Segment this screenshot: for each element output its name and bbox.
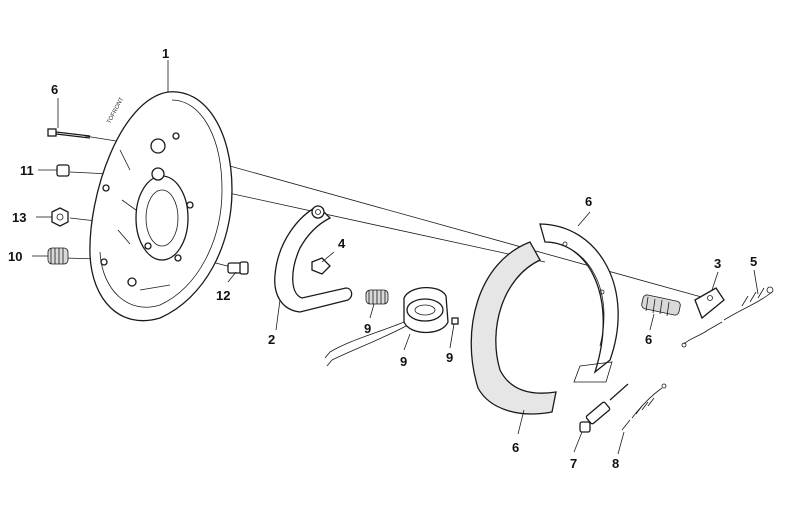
brake-shoe-part-6: [470, 223, 619, 415]
callout-6-shoe-bottom: 6: [512, 440, 519, 455]
callout-8: 8: [612, 456, 619, 471]
callout-11: 11: [20, 163, 34, 178]
callout-6-shoe-top: 6: [585, 194, 592, 209]
electric-magnet-part-9: [324, 286, 449, 367]
callout-leader-lines: [32, 60, 759, 455]
callout-2: 2: [268, 332, 275, 347]
bolt-part-6-left: [47, 128, 91, 139]
adjuster-screw-part-7: [579, 383, 629, 433]
callout-9-magnet: 9: [400, 354, 407, 369]
spring-part-6-right: [641, 294, 681, 317]
plate-part-4: [311, 257, 331, 275]
callout-1: 1: [162, 46, 169, 61]
nut-part-11: [56, 164, 70, 177]
clip-part-9: [451, 317, 459, 325]
callout-13: 13: [12, 210, 26, 225]
callout-6-bolt: 6: [51, 82, 58, 97]
callout-9-spring: 9: [364, 321, 371, 336]
callout-7: 7: [570, 456, 577, 471]
spring-part-8: [621, 383, 667, 431]
callout-6-spring: 6: [645, 332, 652, 347]
lever-part-3: [694, 287, 725, 320]
callout-10: 10: [8, 249, 22, 264]
backing-plate: TOFRONT: [89, 91, 233, 322]
callout-3: 3: [714, 256, 721, 271]
callout-9-clip: 9: [446, 350, 453, 365]
adjuster-spring-part-5: [681, 286, 774, 348]
callout-labels: 1 6 11 13 10 12 4 2 9 9 9 6 6 6 3 5 7 8: [8, 46, 757, 471]
stud-bolt-part-12: [227, 261, 249, 275]
callout-12: 12: [216, 288, 230, 303]
callout-5: 5: [750, 254, 757, 269]
spring-part-9: [365, 289, 389, 305]
spring-part-10: [47, 247, 69, 265]
nut-part-13: [51, 207, 69, 227]
plate-marking-label: TOFRONT: [106, 96, 125, 125]
magnet-arm-part-2: [274, 205, 353, 313]
callout-4: 4: [338, 236, 346, 251]
